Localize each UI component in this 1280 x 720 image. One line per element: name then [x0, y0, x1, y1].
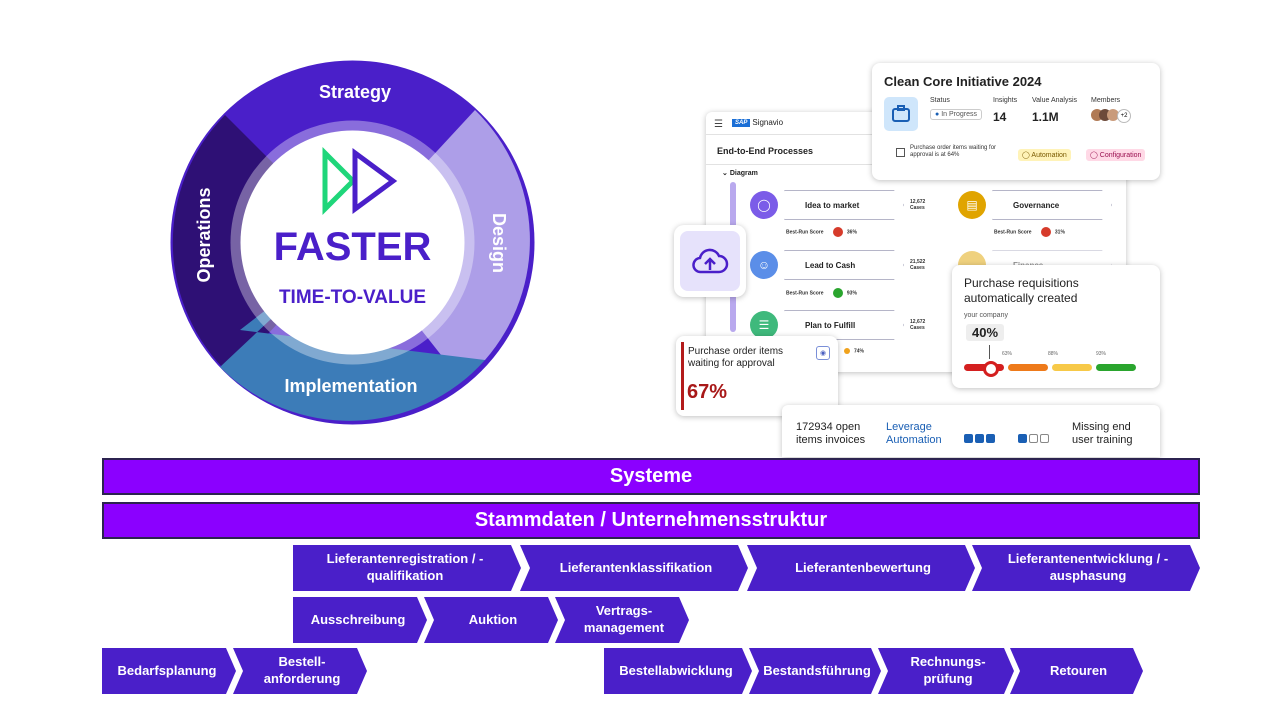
insights-label: Insights	[993, 97, 1018, 104]
score-label: Best-Run Score	[786, 290, 824, 297]
people-icon: ☺	[750, 251, 778, 279]
chevron-bestellabwicklung: Bestellabwicklung	[604, 648, 752, 694]
po-card-title: Purchase order items waiting for approva…	[688, 346, 784, 369]
chevron-vertragsmanagement: Vertrags-management	[555, 597, 689, 643]
rating-squares-full	[964, 430, 997, 448]
pr-card-sub: your company	[964, 312, 1008, 319]
cases-count: 12,672	[910, 199, 926, 205]
rating-squares-partial	[1018, 430, 1051, 448]
score-row: Best-Run Score 31%	[994, 227, 1065, 237]
cycle-center-title: FASTER	[274, 225, 432, 269]
score-row: Best-Run Score 93%	[786, 288, 857, 298]
cases-label: Cases	[910, 205, 925, 211]
chevron-down-icon: ⌄	[722, 170, 728, 177]
cycle-label-strategy: Strategy	[319, 82, 391, 102]
chevron-lieferantenklassifikation: Lieferantenklassifikation	[520, 545, 748, 591]
value-analysis-label: Value Analysis	[1032, 97, 1078, 104]
process-name: Lead to Cash	[784, 250, 904, 280]
members-more: +2	[1117, 109, 1131, 123]
chevron-ausschreibung: Ausschreibung	[293, 597, 427, 643]
diagram-toggle[interactable]: ⌄ Diagram	[722, 169, 758, 177]
purchase-requisitions-card[interactable]: Purchase requisitions automatically crea…	[952, 265, 1160, 388]
chevron-rechnungspruefung: Rechnungs-prüfung	[878, 648, 1014, 694]
score-value: 36%	[846, 229, 857, 236]
chevron-lieferantenbewertung: Lieferantenbewertung	[747, 545, 975, 591]
score-label: Best-Run Score	[786, 229, 824, 236]
cases-label: Cases	[910, 325, 925, 331]
pr-progress-marker	[983, 361, 999, 377]
cycle-label-design: Design	[489, 213, 509, 273]
cases-count: 21,522	[910, 259, 926, 265]
insight-icon[interactable]: ◉	[816, 346, 830, 360]
mark-88: 88%	[1048, 351, 1059, 357]
score-label: Best-Run Score	[994, 229, 1032, 236]
process-name: Idea to market	[784, 190, 904, 220]
mark-93: 93%	[1096, 351, 1107, 357]
score-row: 74%	[844, 348, 864, 354]
configuration-tag[interactable]: ◯ Configuration	[1086, 149, 1146, 161]
status-label: Status	[930, 97, 950, 104]
fast-forward-logo-icon	[322, 146, 398, 216]
diagram-label: Diagram	[729, 170, 758, 177]
faster-time-to-value-cycle: FASTER TIME-TO-VALUE Strategy Design Imp…	[170, 60, 535, 425]
initiative-card[interactable]: Clean Core Initiative 2024 Status ● In P…	[872, 63, 1160, 180]
chevron-bedarfsplanung: Bedarfsplanung	[102, 648, 236, 694]
signavio-logo: SAP Signavio	[732, 118, 783, 127]
cycle-label-operations: Operations	[194, 187, 214, 282]
open-items-text: 172934 open items invoices	[796, 421, 866, 446]
members-label: Members	[1091, 97, 1121, 104]
po-approval-card[interactable]: Purchase order items waiting for approva…	[676, 336, 838, 416]
mark-63: 63%	[1002, 351, 1013, 357]
initiative-title: Clean Core Initiative 2024	[884, 74, 1042, 89]
checklist-icon: ☰	[750, 311, 778, 339]
chevron-auktion: Auktion	[424, 597, 558, 643]
automation-tag[interactable]: ◯ Automation	[1018, 149, 1071, 161]
sap-logo: SAP	[732, 118, 751, 127]
chevron-bestandsfuehrung: Bestandsführung	[749, 648, 881, 694]
po-card-value: 67%	[687, 381, 728, 403]
bottom-insights-card: 172934 open items invoices Leverage Auto…	[782, 405, 1160, 457]
cycle-segment-implementation	[220, 242, 485, 421]
lightbulb-icon: ◯	[750, 191, 778, 219]
avatar	[1107, 109, 1119, 121]
status-badge: ● In Progress	[930, 109, 982, 120]
section-title: End-to-End Processes	[717, 146, 814, 156]
cases-label: Cases	[910, 265, 925, 271]
chevron-retouren: Retouren	[1010, 648, 1143, 694]
score-value: 93%	[846, 290, 857, 297]
cycle-center-subtitle: TIME-TO-VALUE	[279, 287, 426, 308]
value-analysis-value: 1.1M	[1032, 110, 1059, 124]
signavio-brand: Signavio	[752, 118, 784, 127]
menu-icon[interactable]: ☰	[714, 119, 723, 130]
systeme-bar: Systeme	[102, 458, 1200, 495]
briefcase-icon	[884, 97, 918, 131]
document-icon: ▤	[958, 191, 986, 219]
score-row: Best-Run Score 36%	[786, 227, 857, 237]
checkbox-text: Purchase order items waiting for approva…	[910, 145, 997, 158]
chevron-lieferantenentwicklung: Lieferantenentwicklung / -ausphasung	[972, 545, 1200, 591]
score-value: 31%	[1054, 229, 1065, 236]
pr-card-title: Purchase requisitions automatically crea…	[964, 276, 1079, 305]
score-value: 74%	[854, 348, 865, 355]
upload-tile[interactable]	[674, 225, 746, 297]
chevron-bestellanforderung: Bestell-anforderung	[233, 648, 367, 694]
process-name: Plan to Fulfill	[784, 310, 904, 340]
members-avatars[interactable]: +2	[1091, 109, 1131, 123]
cloud-upload-icon	[680, 231, 740, 291]
cases-count: 12,672	[910, 319, 926, 325]
process-governance[interactable]: ▤ Governance	[958, 190, 1112, 220]
missing-training-text: Missing end user training	[1072, 421, 1133, 446]
cycle-label-implementation: Implementation	[284, 376, 417, 396]
chevron-lieferantenregistration: Lieferantenregistration / -qualifikation	[293, 545, 521, 591]
initiative-checkbox[interactable]	[896, 148, 905, 157]
insights-value: 14	[993, 110, 1007, 124]
leverage-automation-link[interactable]: Leverage Automation	[886, 421, 942, 446]
stammdaten-bar: Stammdaten / Unternehmensstruktur	[102, 502, 1200, 539]
pr-card-value: 40%	[966, 324, 1005, 341]
process-name: Governance	[992, 190, 1112, 220]
